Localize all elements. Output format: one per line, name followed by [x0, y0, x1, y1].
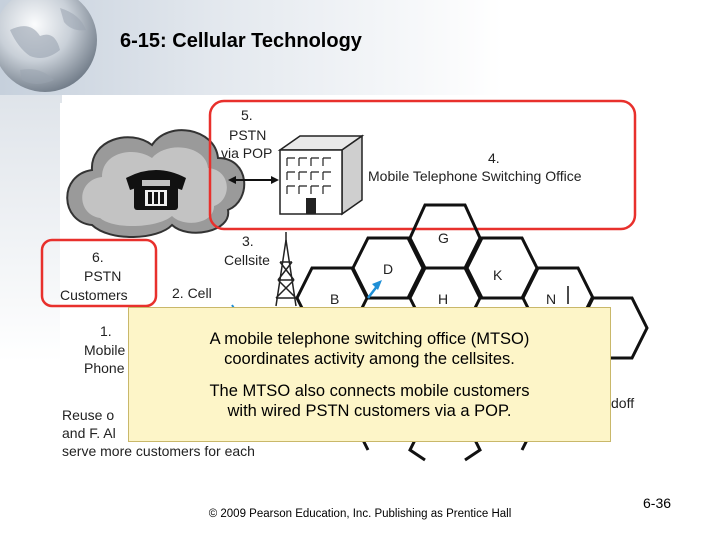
- callout-line-1: A mobile telephone switching office (MTS…: [210, 330, 530, 348]
- telephone-icon: [126, 170, 186, 210]
- label-3-text: Cellsite: [224, 252, 270, 268]
- callout-line-4: with wired PSTN customers via a POP.: [228, 402, 512, 420]
- cell-label-b: B: [330, 291, 339, 307]
- label-6-line1: PSTN: [84, 268, 121, 284]
- reuse-text-line3: serve more customers for each: [62, 443, 255, 459]
- callout-line-2: coordinates activity among the cellsites…: [224, 350, 515, 368]
- label-4-text: Mobile Telephone Switching Office: [368, 168, 582, 184]
- label-5-number: 5.: [241, 107, 253, 123]
- handoff-text: doff: [611, 395, 634, 411]
- slide-number: 6-36: [643, 495, 671, 511]
- label-3-number: 3.: [242, 233, 254, 249]
- label-6-number: 6.: [92, 249, 104, 265]
- callout-paragraph-1: A mobile telephone switching office (MTS…: [210, 329, 530, 369]
- cell-label-g: G: [438, 230, 449, 246]
- callout-box: A mobile telephone switching office (MTS…: [128, 307, 611, 442]
- cell-label-h: H: [438, 291, 448, 307]
- copyright-footer: © 2009 Pearson Education, Inc. Publishin…: [0, 508, 720, 520]
- mtso-building-icon: [280, 136, 362, 214]
- label-5-line1: PSTN: [229, 127, 266, 143]
- label-1-number: 1.: [100, 323, 112, 339]
- cell-label-n: N: [546, 291, 556, 307]
- label-4-number: 4.: [488, 150, 500, 166]
- reuse-text-line2: and F. Al: [62, 425, 116, 441]
- cell-label-k: K: [493, 267, 503, 283]
- callout-paragraph-2: The MTSO also connects mobile customers …: [209, 381, 529, 421]
- label-1-line2: Phone: [84, 360, 125, 376]
- label-1-line1: Mobile: [84, 342, 125, 358]
- label-6-line2: Customers: [60, 287, 128, 303]
- cell-label-d: D: [383, 261, 393, 277]
- label-2-cell: 2. Cell: [172, 285, 212, 301]
- label-5-line2: via POP: [221, 145, 272, 161]
- reuse-text-line1: Reuse o: [62, 407, 114, 423]
- callout-line-3: The MTSO also connects mobile customers: [209, 382, 529, 400]
